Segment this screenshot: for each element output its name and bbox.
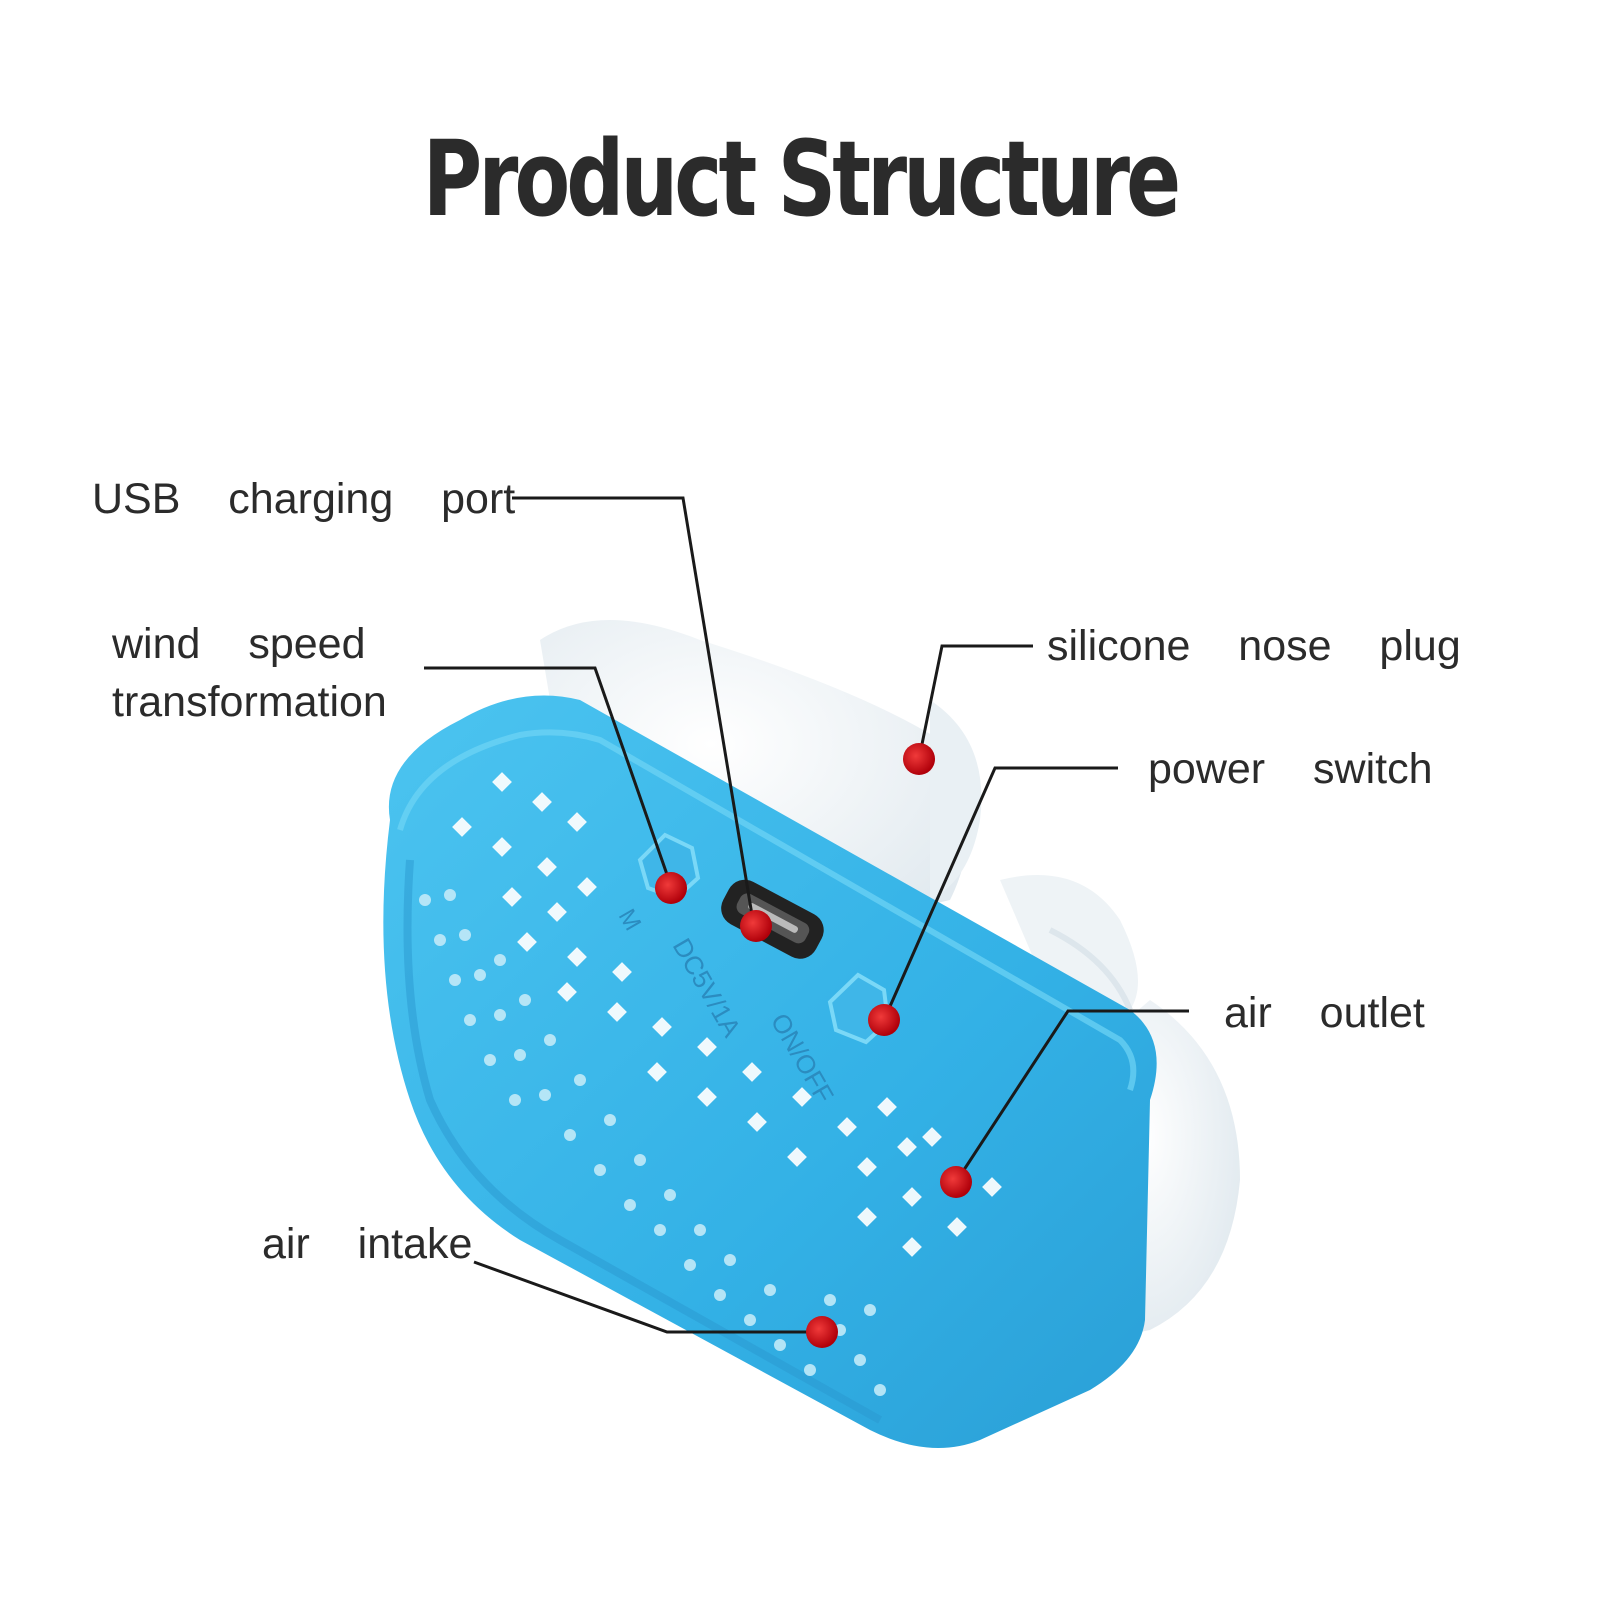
air-outlet-marker — [940, 1166, 972, 1198]
usb-leader-line — [512, 496, 754, 916]
nose-plug-marker — [903, 743, 935, 775]
label-silicone-nose-plug: silicone nose plug — [1047, 622, 1461, 670]
vent-holes — [419, 772, 1002, 1396]
label-usb-charging-port: USB charging port — [92, 475, 516, 523]
power-switch-marker — [868, 1004, 900, 1036]
nose-plug-shape — [540, 620, 1240, 1340]
label-air-outlet: air outlet — [1224, 989, 1425, 1037]
label-wind-speed-line1: wind speed — [112, 620, 366, 668]
air-intake-leader-line — [473, 1260, 822, 1334]
label-wind-speed-line2: transformation — [112, 678, 387, 726]
device-body — [383, 695, 1157, 1448]
page-title: Product Structure — [422, 118, 1181, 240]
label-power-switch: power switch — [1148, 745, 1433, 793]
power-switch-leader-line — [882, 766, 1118, 1021]
wind-speed-marker — [655, 872, 687, 904]
air-intake-marker — [806, 1316, 838, 1348]
usb-port-shape — [721, 879, 824, 959]
label-air-intake: air intake — [262, 1220, 473, 1268]
wind-speed-leader-line — [424, 666, 673, 887]
leader-lines — [424, 496, 1189, 1334]
nose-plug-leader-line — [917, 644, 1033, 760]
air-outlet-leader-line — [954, 1009, 1189, 1183]
markers — [655, 743, 972, 1348]
usb-marker — [740, 910, 772, 942]
